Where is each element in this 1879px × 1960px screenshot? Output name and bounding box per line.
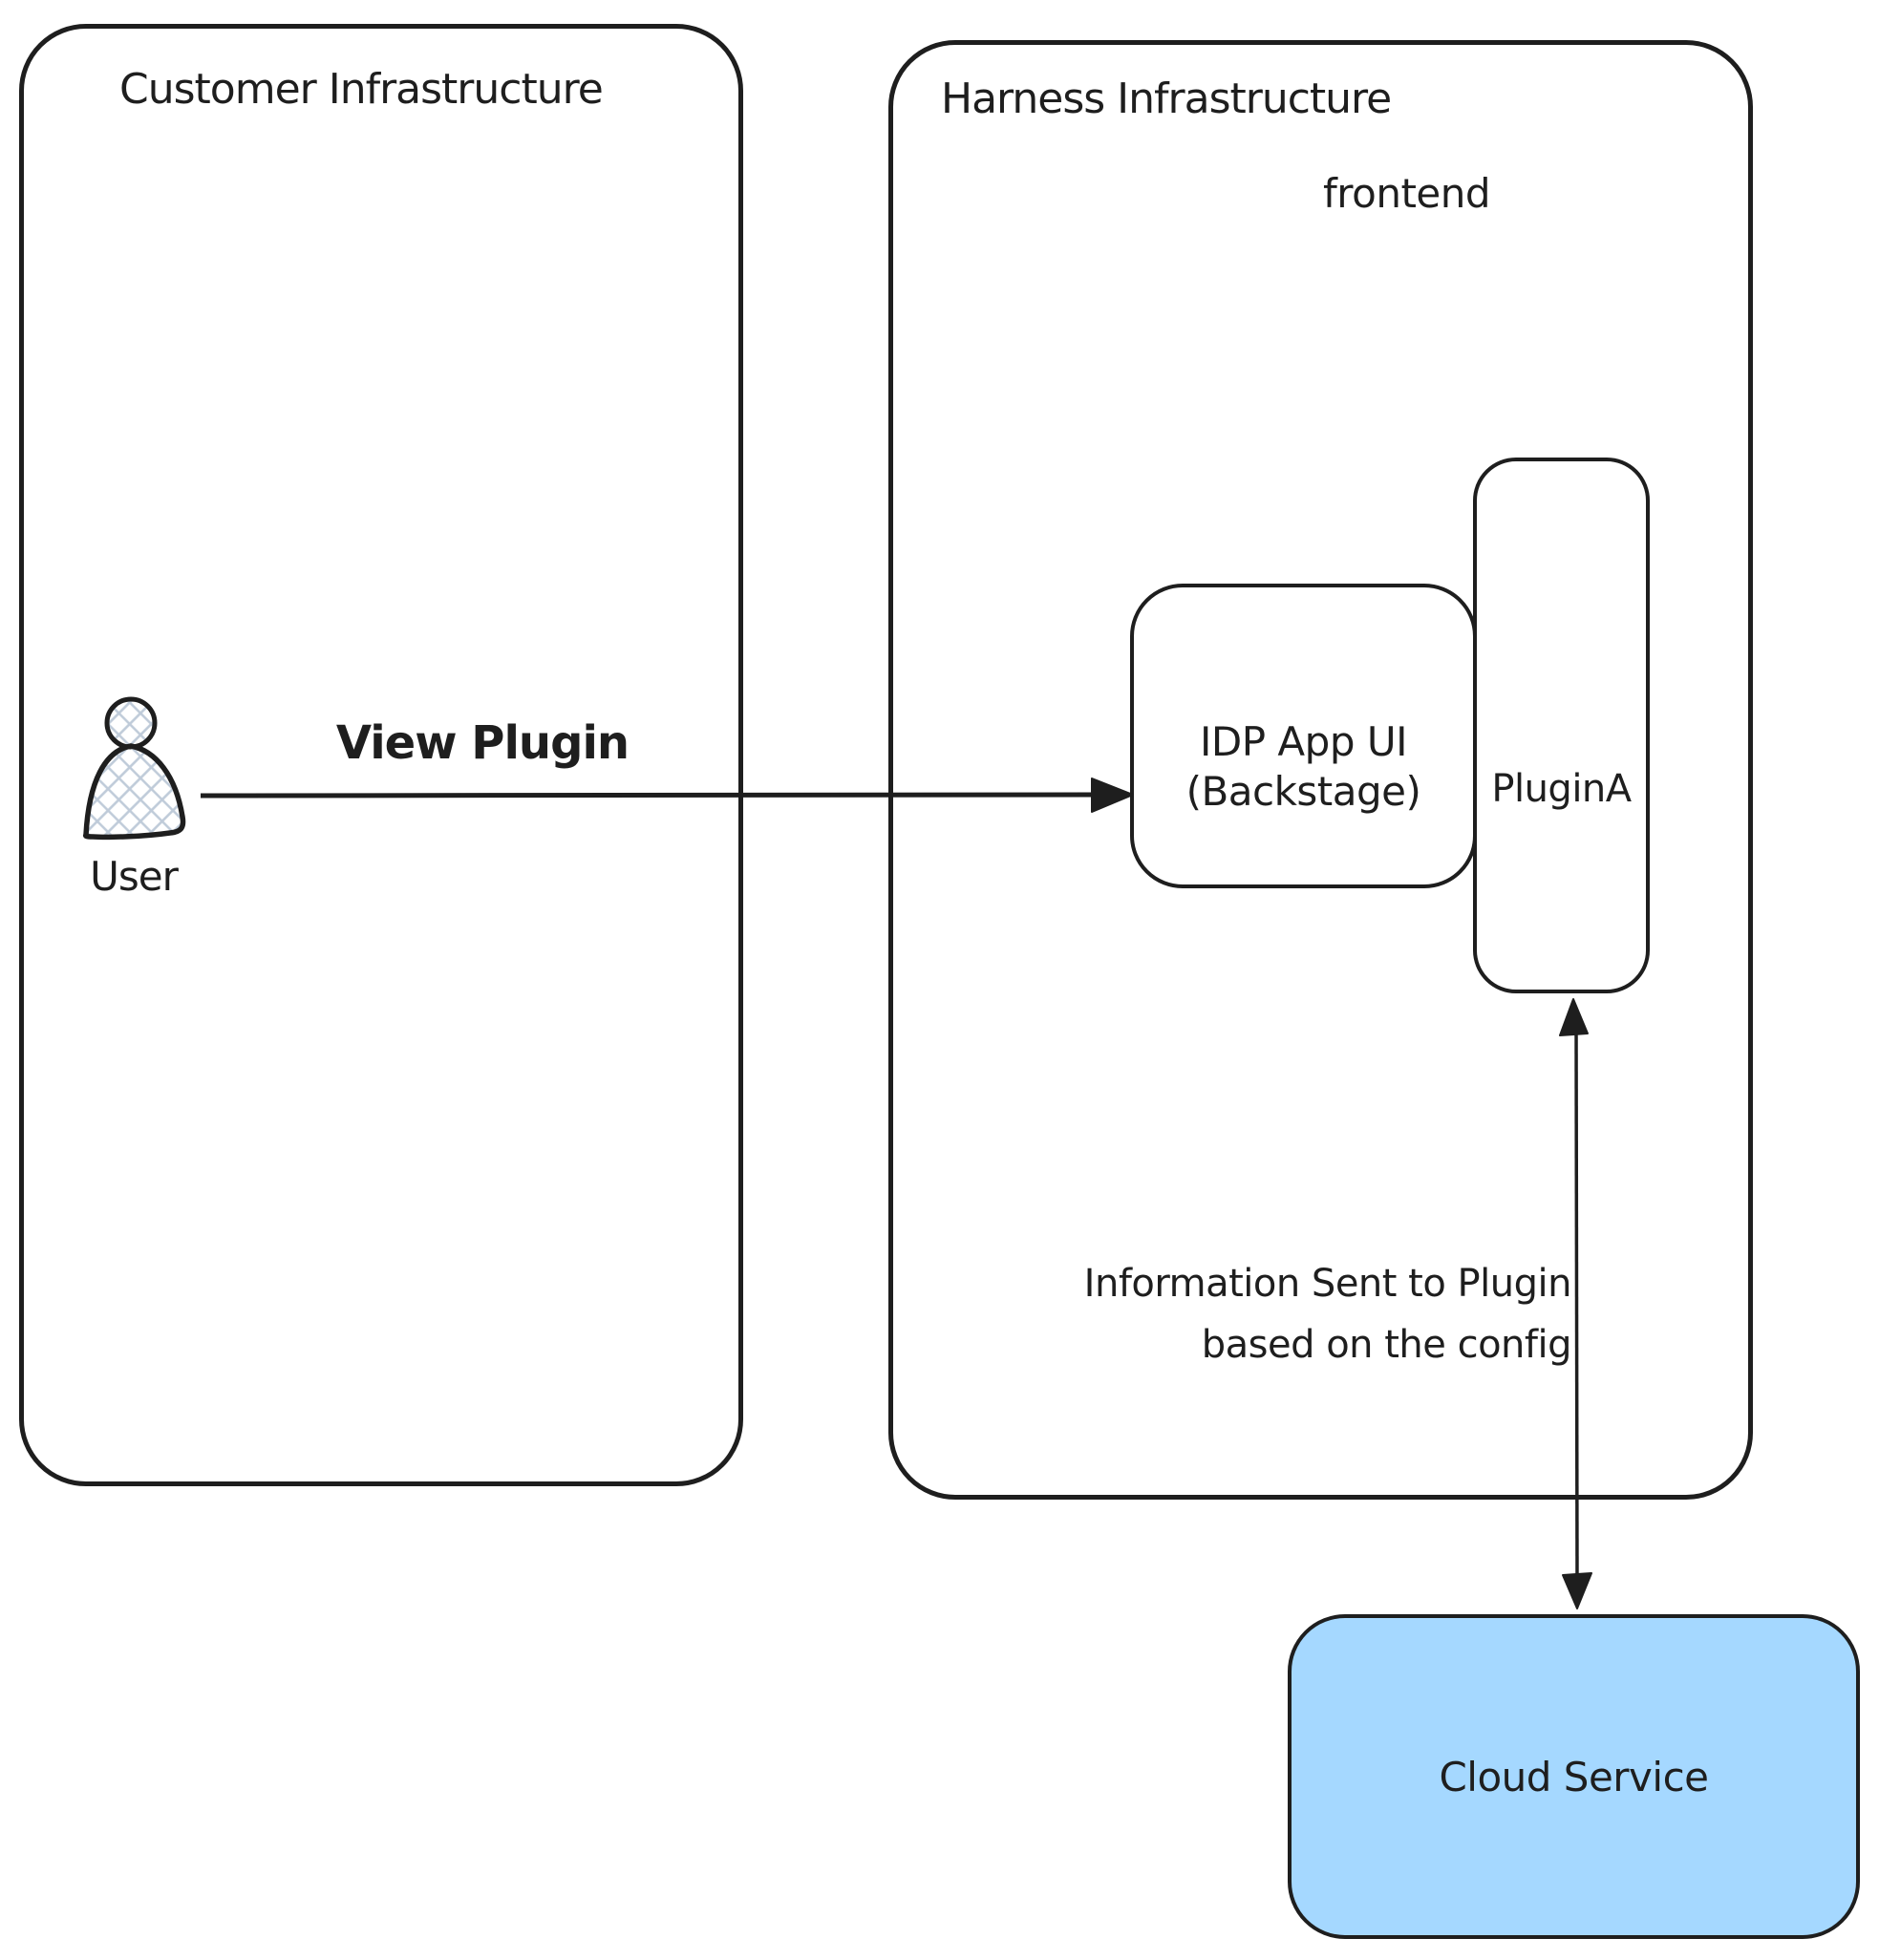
customer-infrastructure-title: Customer Infrastructure [119,65,604,114]
idp-app-ui-node: IDP App UI (Backstage) [1130,584,1477,888]
arrowhead-down [1562,1572,1592,1609]
info-sent-edge-label: Information Sent to Plugin based on the … [1083,1253,1572,1375]
plugin-a-node: PluginA [1473,458,1650,993]
cloud-service-node: Cloud Service [1288,1614,1860,1939]
info-sent-edge-label-line1: Information Sent to Plugin [1083,1262,1572,1306]
info-sent-edge-label-line2: based on the config [1201,1323,1572,1367]
idp-app-ui-label-line1: IDP App UI [1200,718,1407,765]
view-plugin-edge-label: View Plugin [335,716,630,770]
frontend-label: frontend [1323,170,1491,217]
idp-app-ui-label-line2: (Backstage) [1185,768,1421,815]
plugin-a-label: PluginA [1491,767,1632,811]
harness-infrastructure-box [888,40,1753,1500]
harness-infrastructure-title: Harness Infrastructure [941,75,1392,123]
user-label: User [90,853,179,900]
customer-infrastructure-box [19,24,743,1486]
cloud-service-label: Cloud Service [1439,1753,1709,1800]
